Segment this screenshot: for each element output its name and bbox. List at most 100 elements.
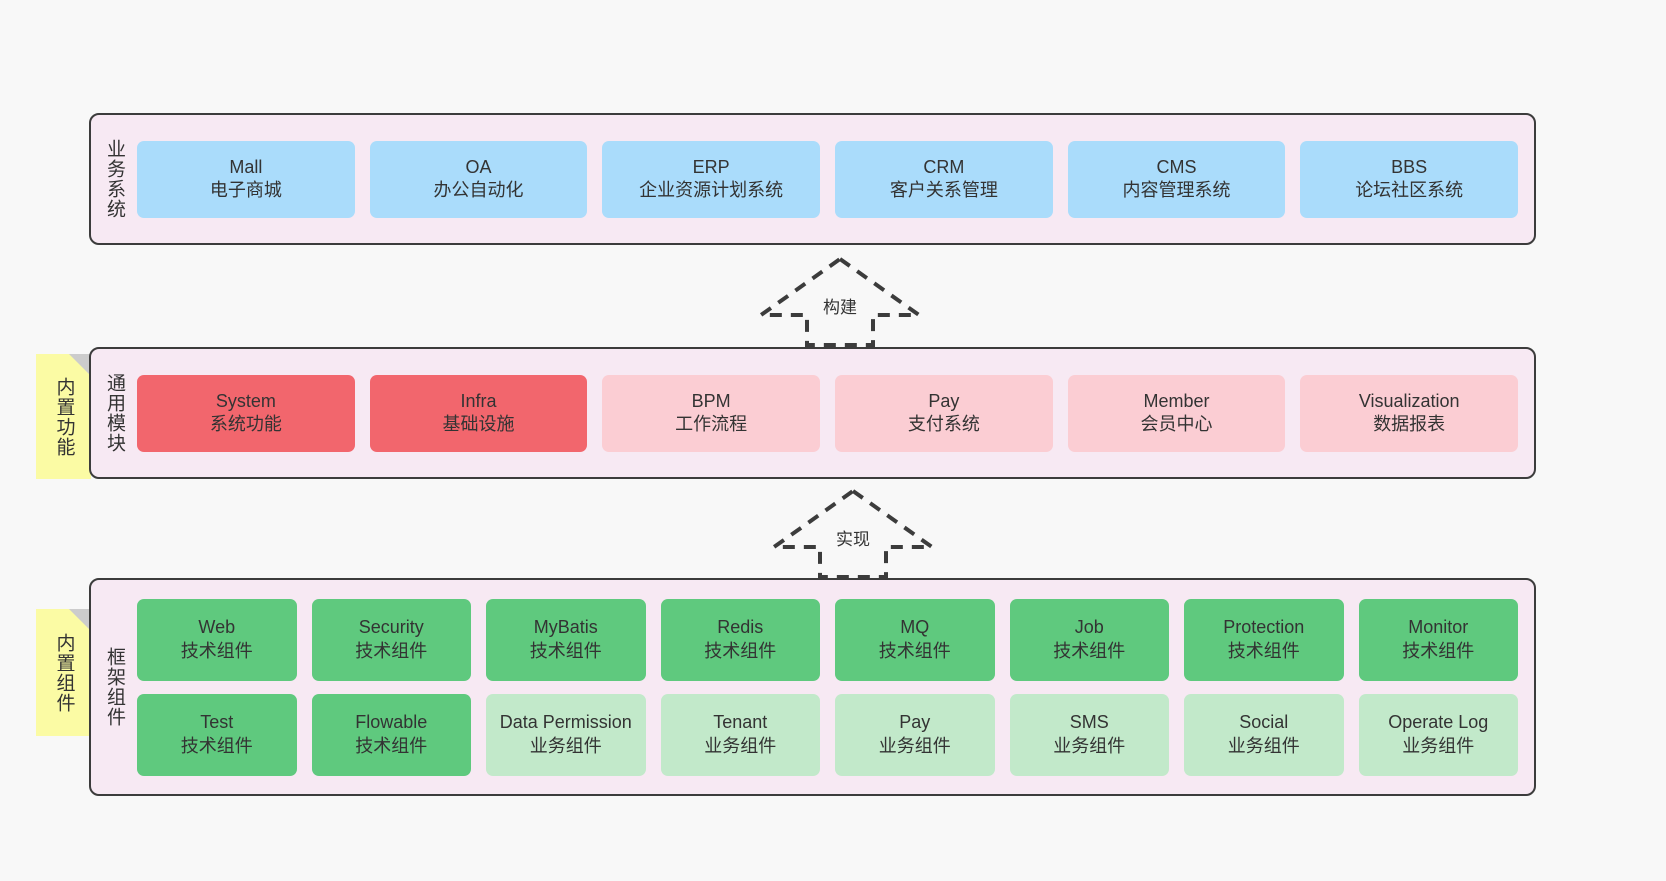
card-member-cn: 会员中心 bbox=[1140, 414, 1213, 434]
card-cms-en: CMS bbox=[1156, 156, 1197, 177]
card-pay-component[interactable]: Pay 业务组件 bbox=[835, 693, 995, 776]
card-data-permission-en: Data Permission bbox=[499, 712, 632, 733]
card-erp[interactable]: ERP 企业资源计划系统 bbox=[602, 140, 821, 218]
note-builtin-functions: 内置功能 bbox=[36, 354, 91, 479]
card-security-cn: 技术组件 bbox=[355, 640, 428, 661]
card-tenant-en: Tenant bbox=[713, 712, 768, 733]
card-monitor-cn: 技术组件 bbox=[1402, 640, 1475, 661]
card-pay-module-en: Pay bbox=[928, 390, 960, 411]
framework-components-row-1: Web 技术组件 Security 技术组件 MyBatis 技术组件 Redi… bbox=[137, 598, 1518, 681]
card-flowable[interactable]: Flowable 技术组件 bbox=[311, 693, 471, 776]
card-oa[interactable]: OA 办公自动化 bbox=[369, 140, 588, 218]
build-arrow-outline bbox=[755, 256, 925, 347]
card-bpm[interactable]: BPM 工作流程 bbox=[602, 374, 821, 452]
general-modules-row: System 系统功能 Infra 基础设施 BPM 工作流程 Pay 支付系统… bbox=[137, 374, 1519, 452]
card-cms[interactable]: CMS 内容管理系统 bbox=[1067, 140, 1286, 218]
connector-implement: 实现 bbox=[768, 485, 938, 580]
card-bbs-en: BBS bbox=[1391, 156, 1428, 177]
note-builtin-components-label: 内置组件 bbox=[53, 632, 75, 713]
card-social-en: Social bbox=[1239, 712, 1289, 733]
card-redis-cn: 技术组件 bbox=[704, 640, 777, 661]
card-social[interactable]: Social 业务组件 bbox=[1184, 693, 1344, 776]
card-member[interactable]: Member 会员中心 bbox=[1067, 374, 1286, 452]
card-test[interactable]: Test 技术组件 bbox=[137, 693, 297, 776]
card-security[interactable]: Security 技术组件 bbox=[311, 598, 471, 681]
card-mq[interactable]: MQ 技术组件 bbox=[835, 598, 995, 681]
card-tenant[interactable]: Tenant 业务组件 bbox=[660, 693, 820, 776]
card-operate-log[interactable]: Operate Log 业务组件 bbox=[1358, 693, 1518, 776]
framework-components-row-2: Test 技术组件 Flowable 技术组件 Data Permission … bbox=[137, 693, 1518, 776]
card-mall-cn: 电子商城 bbox=[209, 180, 282, 200]
card-tenant-cn: 业务组件 bbox=[704, 735, 777, 756]
layer-framework-components-body: Web 技术组件 Security 技术组件 MyBatis 技术组件 Redi… bbox=[137, 580, 1534, 794]
card-protection[interactable]: Protection 技术组件 bbox=[1184, 598, 1344, 681]
card-pay-component-cn: 业务组件 bbox=[878, 735, 951, 756]
card-job-cn: 技术组件 bbox=[1053, 640, 1126, 661]
card-crm-en: CRM bbox=[923, 156, 965, 177]
layer-business-systems: 业务系统 Mall 电子商城 OA 办公自动化 ERP 企业资源计划系统 CRM… bbox=[89, 113, 1536, 245]
card-data-permission[interactable]: Data Permission 业务组件 bbox=[486, 693, 646, 776]
card-system-en: System bbox=[215, 390, 276, 411]
card-sms-cn: 业务组件 bbox=[1053, 735, 1126, 756]
card-mq-cn: 技术组件 bbox=[878, 640, 951, 661]
card-job[interactable]: Job 技术组件 bbox=[1009, 598, 1169, 681]
card-oa-cn: 办公自动化 bbox=[433, 180, 524, 200]
card-operate-log-cn: 业务组件 bbox=[1402, 735, 1475, 756]
card-erp-cn: 企业资源计划系统 bbox=[639, 180, 784, 200]
card-pay-component-en: Pay bbox=[899, 712, 931, 733]
card-test-en: Test bbox=[200, 712, 234, 733]
card-mall-en: Mall bbox=[229, 156, 263, 177]
connector-build: 构建 bbox=[755, 253, 925, 348]
card-pay-module-cn: 支付系统 bbox=[907, 414, 980, 434]
card-redis-en: Redis bbox=[717, 617, 764, 638]
card-system[interactable]: System 系统功能 bbox=[137, 374, 355, 452]
card-flowable-cn: 技术组件 bbox=[355, 735, 428, 756]
card-visualization-en: Visualization bbox=[1358, 390, 1460, 411]
card-bpm-en: BPM bbox=[691, 390, 731, 411]
card-mybatis[interactable]: MyBatis 技术组件 bbox=[486, 598, 646, 681]
note-builtin-functions-label: 内置功能 bbox=[53, 376, 75, 457]
card-operate-log-en: Operate Log bbox=[1388, 712, 1489, 733]
card-job-en: Job bbox=[1074, 617, 1104, 638]
card-cms-cn: 内容管理系统 bbox=[1122, 180, 1231, 200]
layer-general-modules-body: System 系统功能 Infra 基础设施 BPM 工作流程 Pay 支付系统… bbox=[137, 349, 1534, 477]
card-member-en: Member bbox=[1143, 390, 1210, 411]
card-mybatis-en: MyBatis bbox=[533, 617, 598, 638]
card-visualization[interactable]: Visualization 数据报表 bbox=[1300, 374, 1519, 452]
card-security-en: Security bbox=[358, 617, 424, 638]
card-web[interactable]: Web 技术组件 bbox=[137, 598, 297, 681]
card-erp-en: ERP bbox=[692, 156, 730, 177]
card-mybatis-cn: 技术组件 bbox=[529, 640, 602, 661]
card-oa-en: OA bbox=[465, 156, 492, 177]
card-web-en: Web bbox=[198, 617, 236, 638]
business-systems-row: Mall 电子商城 OA 办公自动化 ERP 企业资源计划系统 CRM 客户关系… bbox=[137, 140, 1519, 218]
layer-framework-components-title: 框架组件 bbox=[104, 647, 126, 727]
card-data-permission-cn: 业务组件 bbox=[529, 735, 602, 756]
layer-business-systems-body: Mall 电子商城 OA 办公自动化 ERP 企业资源计划系统 CRM 客户关系… bbox=[137, 115, 1534, 243]
card-bbs-cn: 论坛社区系统 bbox=[1355, 180, 1464, 200]
card-pay-module[interactable]: Pay 支付系统 bbox=[835, 374, 1053, 452]
card-monitor-en: Monitor bbox=[1408, 617, 1469, 638]
layer-framework-components: 框架组件 Web 技术组件 Security 技术组件 MyBatis 技术组件… bbox=[89, 578, 1536, 796]
card-web-cn: 技术组件 bbox=[180, 640, 253, 661]
card-mq-en: MQ bbox=[900, 617, 930, 638]
card-infra-cn: 基础设施 bbox=[442, 414, 515, 434]
card-mall[interactable]: Mall 电子商城 bbox=[137, 140, 355, 218]
card-flowable-en: Flowable bbox=[355, 712, 428, 733]
card-sms[interactable]: SMS 业务组件 bbox=[1009, 693, 1169, 776]
card-redis[interactable]: Redis 技术组件 bbox=[660, 598, 820, 681]
card-visualization-cn: 数据报表 bbox=[1373, 414, 1446, 434]
card-sms-en: SMS bbox=[1069, 712, 1109, 733]
card-crm[interactable]: CRM 客户关系管理 bbox=[835, 140, 1053, 218]
layer-business-systems-title: 业务系统 bbox=[104, 139, 126, 219]
card-bbs[interactable]: BBS 论坛社区系统 bbox=[1300, 140, 1519, 218]
note-builtin-components: 内置组件 bbox=[36, 609, 91, 736]
card-infra[interactable]: Infra 基础设施 bbox=[369, 374, 588, 452]
layer-general-modules: 通用模块 System 系统功能 Infra 基础设施 BPM 工作流程 Pay… bbox=[89, 347, 1536, 479]
card-protection-en: Protection bbox=[1223, 617, 1305, 638]
card-infra-en: Infra bbox=[460, 390, 497, 411]
card-social-cn: 业务组件 bbox=[1227, 735, 1300, 756]
card-monitor[interactable]: Monitor 技术组件 bbox=[1358, 598, 1518, 681]
card-crm-cn: 客户关系管理 bbox=[889, 180, 998, 200]
